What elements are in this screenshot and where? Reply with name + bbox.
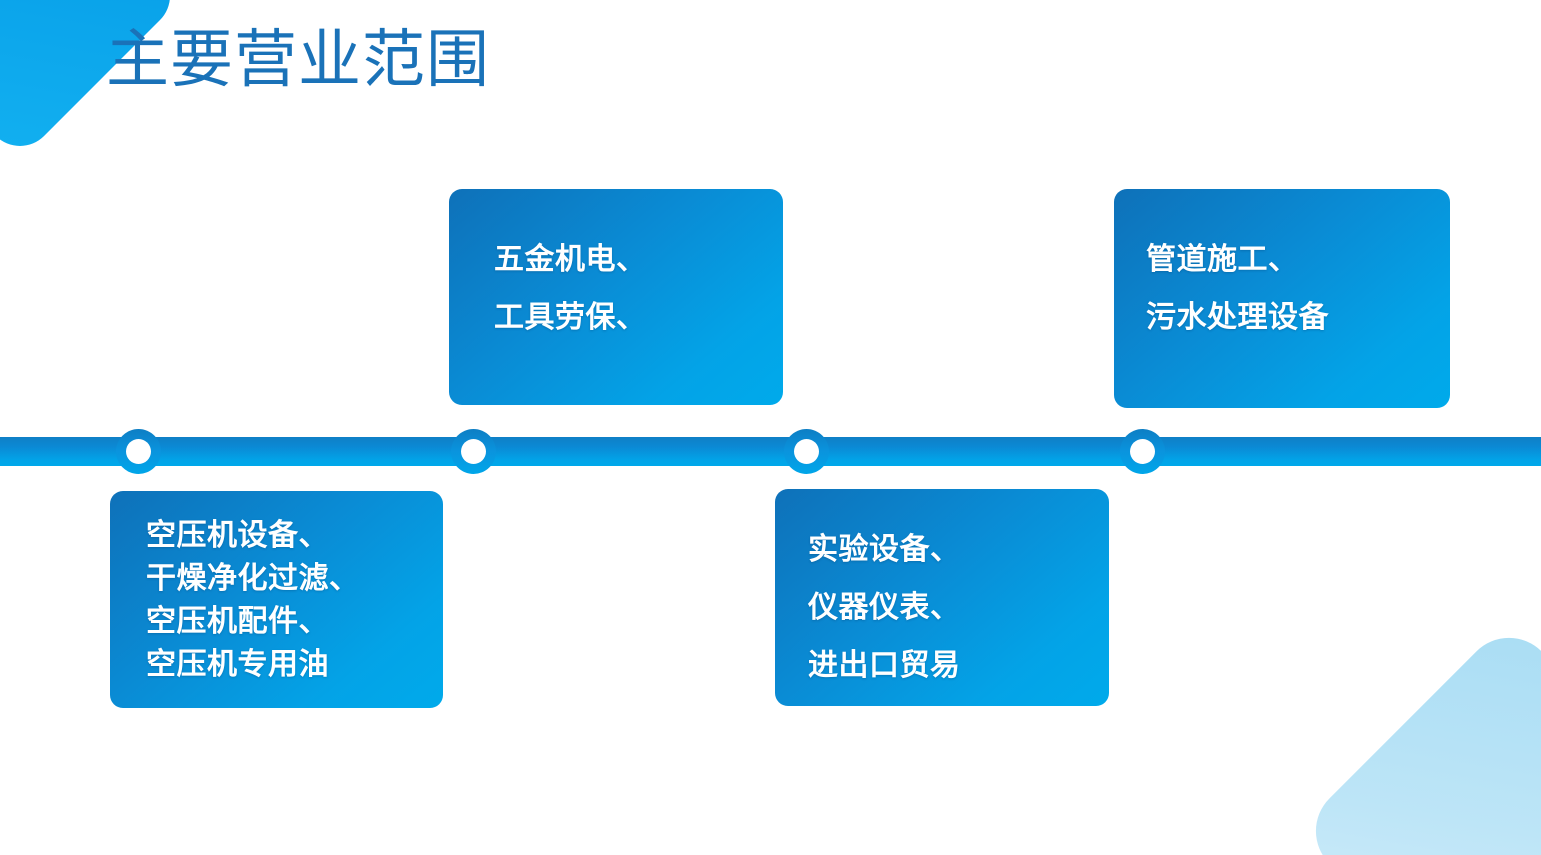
card-line: 干燥净化过滤、	[146, 562, 360, 595]
card-line: 污水处理设备	[1146, 301, 1329, 334]
timeline-node-4[interactable]	[1120, 429, 1165, 474]
page-title: 主要营业范围	[106, 25, 490, 95]
timeline-node-2[interactable]	[451, 429, 496, 474]
timeline-node-3[interactable]	[784, 429, 829, 474]
card-line: 空压机设备、	[146, 519, 329, 552]
scope-card-pipeline[interactable]: 管道施工、 污水处理设备	[1114, 189, 1450, 408]
card-line: 仪器仪表、	[808, 591, 961, 624]
card-line: 空压机配件、	[146, 605, 329, 638]
scope-card-compressor-text: 空压机设备、 干燥净化过滤、 空压机配件、 空压机专用油	[146, 514, 443, 686]
scope-card-lab-equipment[interactable]: 实验设备、 仪器仪表、 进出口贸易	[775, 489, 1109, 706]
scope-card-compressor[interactable]: 空压机设备、 干燥净化过滤、 空压机配件、 空压机专用油	[110, 491, 443, 708]
timeline-bar	[0, 437, 1541, 466]
card-line: 管道施工、	[1146, 243, 1299, 276]
scope-card-lab-equipment-text: 实验设备、 仪器仪表、 进出口贸易	[808, 521, 1109, 695]
card-line: 实验设备、	[808, 533, 961, 566]
card-line: 空压机专用油	[146, 648, 329, 681]
scope-card-pipeline-text: 管道施工、 污水处理设备	[1146, 231, 1450, 347]
card-line: 进出口贸易	[808, 649, 961, 682]
bottom-right-corner-decoration	[1296, 618, 1541, 855]
timeline-node-1[interactable]	[116, 429, 161, 474]
card-line: 工具劳保、	[494, 301, 647, 334]
scope-card-hardware[interactable]: 五金机电、 工具劳保、	[449, 189, 783, 405]
card-line: 五金机电、	[494, 243, 647, 276]
scope-card-hardware-text: 五金机电、 工具劳保、	[494, 231, 783, 347]
